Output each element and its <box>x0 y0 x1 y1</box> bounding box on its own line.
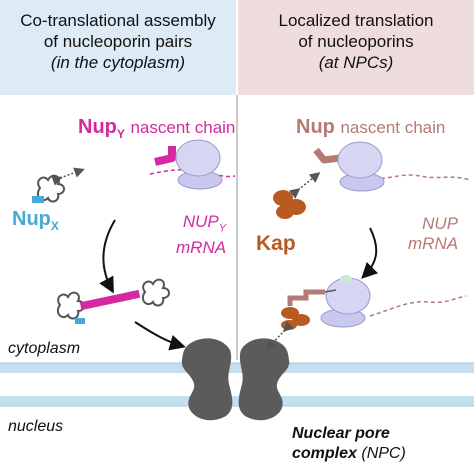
npc-line1: Nuclear pore <box>292 425 390 442</box>
kap-at-npc <box>281 307 310 330</box>
binding-arrow-right <box>288 172 321 199</box>
left-panel-header: Co-translational assembly of nucleoporin… <box>0 0 236 95</box>
nup-pair-complex <box>56 278 170 324</box>
nupx-main: Nup <box>12 208 51 230</box>
nup-mrna-strand-bottom <box>369 295 467 317</box>
nupy-nascent-chain <box>154 146 176 166</box>
chain-link <box>324 289 337 293</box>
npc-line2-rest: (NPC) <box>361 445 406 462</box>
nup-nascent-chain <box>313 147 341 164</box>
localization-arrow-right <box>361 227 379 279</box>
nup-mrna-word: mRNA <box>408 234 459 253</box>
ribosome-right-bottom <box>320 275 371 328</box>
nupy-label: NupY nascent chain <box>78 116 235 141</box>
right-title-line3: (at NPCs) <box>318 53 394 72</box>
docking-arrow-right <box>265 320 294 351</box>
nupy-nascent-text: nascent chain <box>130 118 236 137</box>
nup-chain-at-npc <box>287 289 325 306</box>
kap-label: Kap <box>256 232 296 255</box>
binding-arrow-left <box>51 167 85 186</box>
left-title-line2: of nucleoporin pairs <box>43 32 193 51</box>
npc-shape <box>181 338 290 421</box>
nuclear-envelope <box>0 362 474 407</box>
nupx-sub: X <box>50 219 59 233</box>
right-title-line1: Localized translation <box>278 11 434 30</box>
right-panel-header: Localized translation of nucleoporins (a… <box>238 0 474 95</box>
nupy-mrna-nup: NUP <box>182 212 219 231</box>
nup-right-main: Nup <box>296 116 335 138</box>
nup-mrna-nup: NUP <box>422 214 459 233</box>
assembly-arrow-left <box>99 219 116 294</box>
nupy-mrna-sub: Y <box>218 222 227 235</box>
left-title-line3: (in the cytoplasm) <box>50 53 186 72</box>
nupy-main: Nup <box>78 116 117 138</box>
left-panel-title: Co-translational assembly of nucleoporin… <box>0 10 236 73</box>
nup-right-label: Nup nascent chain <box>296 116 445 139</box>
nupy-sub: Y <box>116 127 125 141</box>
transport-arrow-left <box>134 321 186 351</box>
kap-protein <box>273 190 306 219</box>
cytoplasm-label: cytoplasm <box>8 340 81 357</box>
right-title-line2: of nucleoporins <box>298 32 414 51</box>
npc-label: Nuclear pore complex (NPC) <box>292 424 406 464</box>
nupx-label: NupX <box>12 208 59 233</box>
ribosome-left <box>175 139 223 190</box>
ribosome-right-top <box>337 141 385 192</box>
nupy-mrna-label: NUPY mRNA <box>176 212 226 258</box>
nup-mrna-label: NUP mRNA <box>408 214 458 254</box>
nupx-protein <box>32 174 65 203</box>
nup-right-nascent-text: nascent chain <box>340 118 446 137</box>
nucleus-label: nucleus <box>8 418 64 435</box>
nupy-mrna-word: mRNA <box>176 238 227 258</box>
npc-line2-bold: complex <box>292 445 357 462</box>
left-title-line1: Co-translational assembly <box>20 11 216 30</box>
right-panel-title: Localized translation of nucleoporins (a… <box>238 10 474 73</box>
